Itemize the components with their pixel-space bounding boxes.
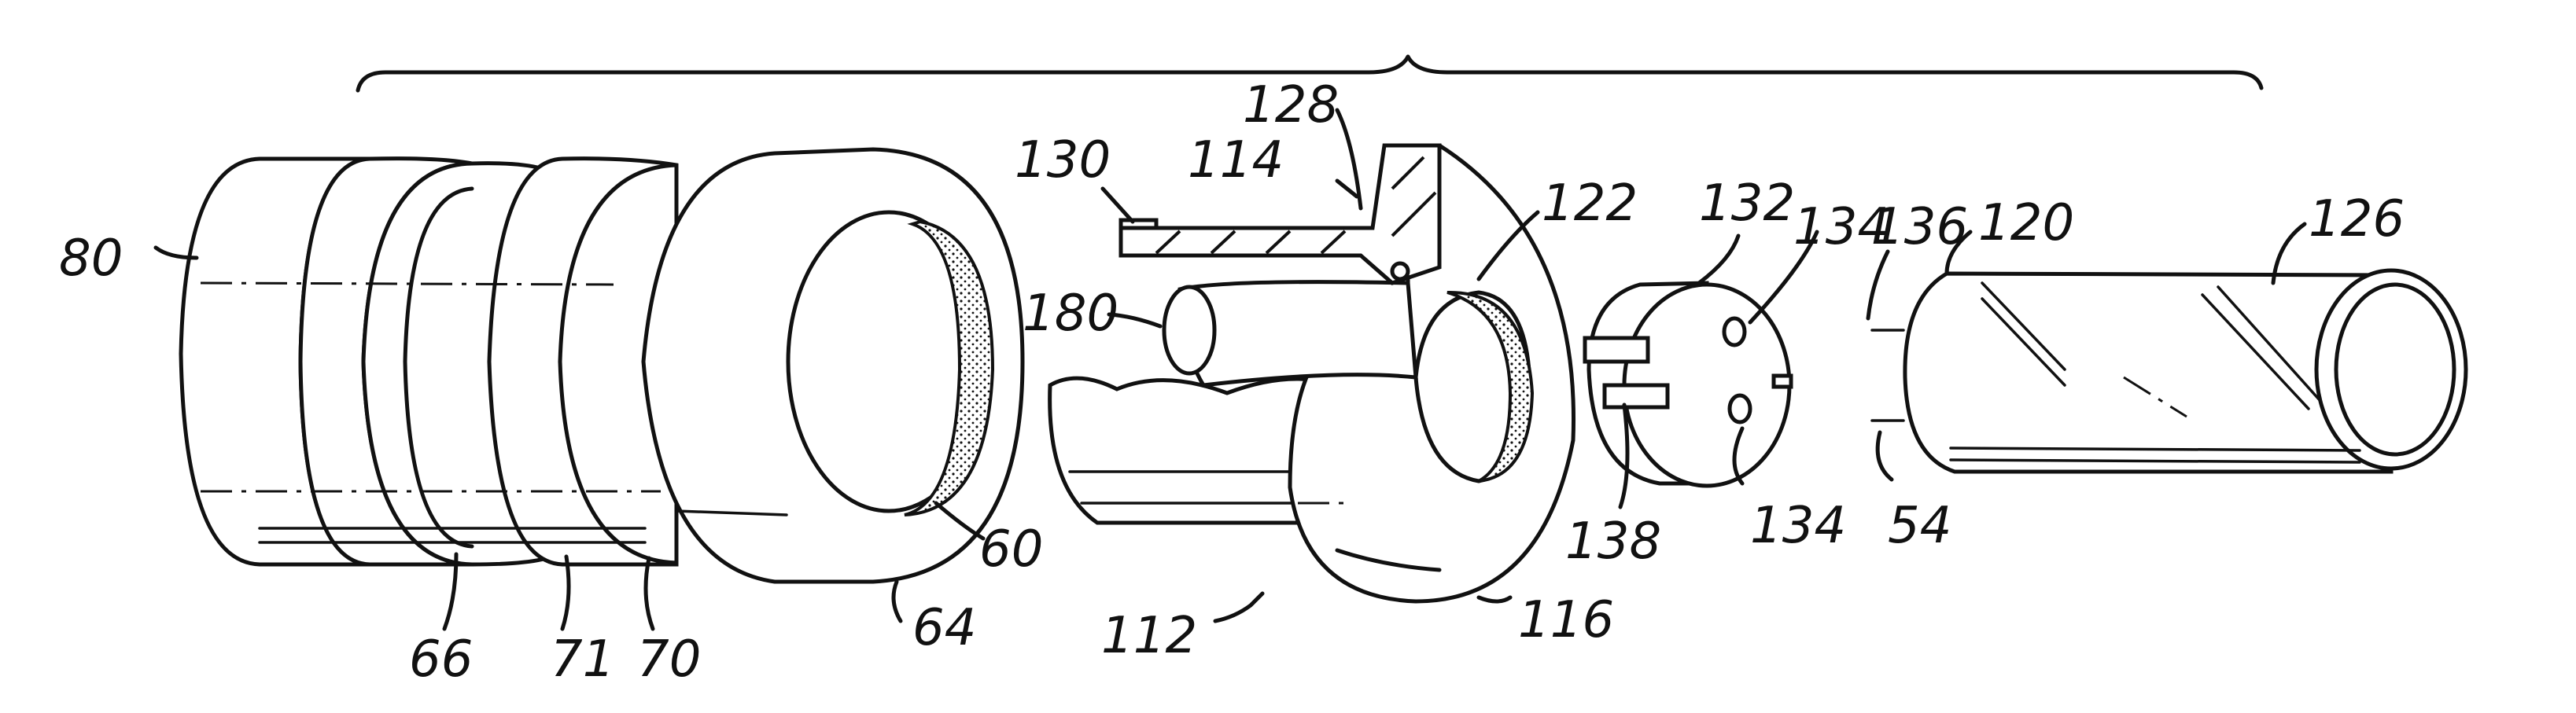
label-116: 116 [1518,591,1614,649]
label-114: 114 [1188,131,1284,189]
label-66: 66 [409,630,473,689]
label-132: 132 [1699,175,1795,233]
label-136: 136 [1872,198,1968,256]
label-126: 126 [2309,190,2405,248]
label-122: 122 [1542,175,1638,233]
label-134-bottom: 134 [1750,497,1846,555]
label-120: 120 [1978,194,2074,252]
label-112: 112 [1101,607,1197,665]
label-60: 60 [979,520,1043,579]
bobbin [1050,145,1574,601]
label-128: 128 [1243,76,1339,134]
label-64: 64 [912,599,976,657]
label-54: 54 [1888,497,1951,555]
label-80: 80 [59,230,123,288]
outer-tube [1872,270,2466,472]
label-138: 138 [1565,513,1661,571]
coil-stack [181,149,1023,582]
label-71: 71 [551,630,614,689]
label-130: 130 [1015,131,1111,189]
label-180: 180 [1023,285,1118,343]
label-70: 70 [637,630,701,689]
